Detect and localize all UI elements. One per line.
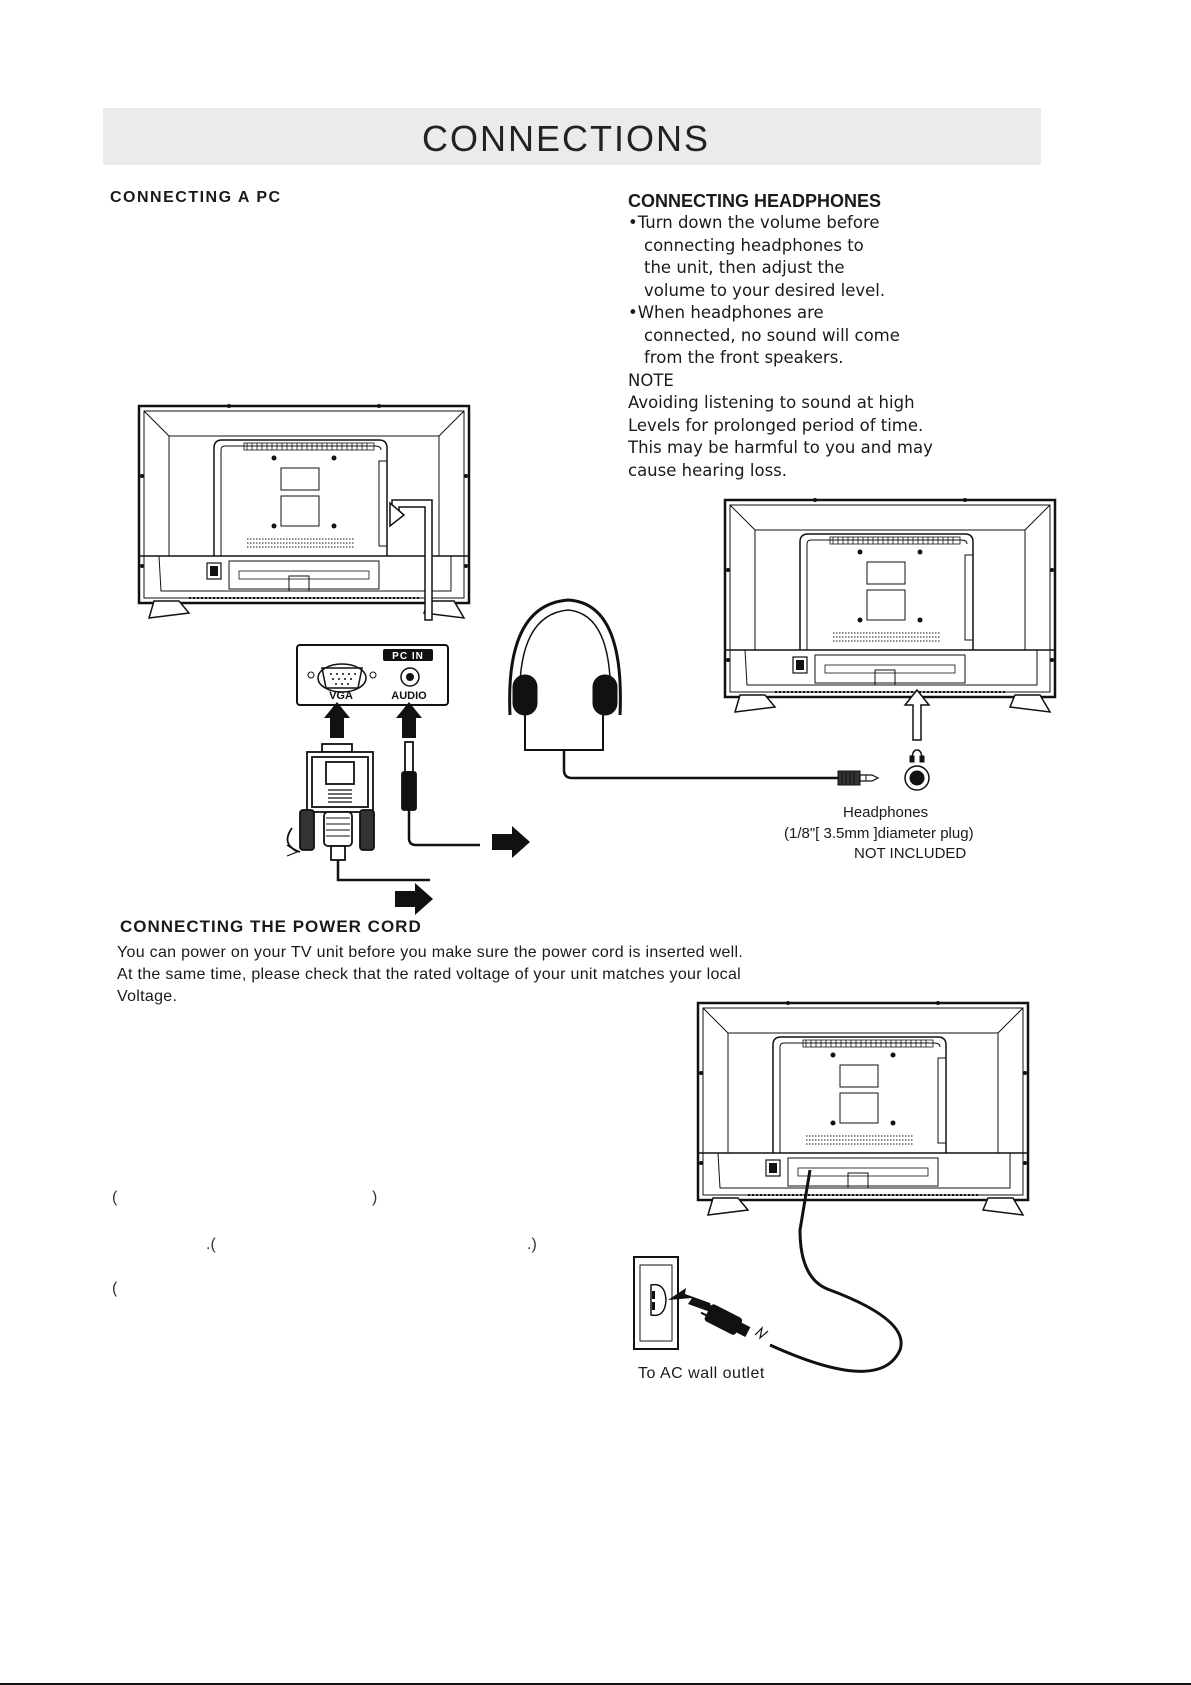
instruction-line: •When headphones are — [628, 303, 824, 322]
vga-label: VGA — [329, 690, 353, 702]
pc-in-panel: PC IN VGA AUDIO — [296, 644, 449, 706]
headphones-instructions: •Turn down the volume before connecting … — [628, 212, 958, 482]
title-banner — [103, 108, 1041, 165]
tv-back-illustration — [696, 999, 1030, 1217]
stray-mark: .) — [527, 1236, 537, 1253]
stray-mark: ( — [112, 1280, 118, 1297]
instruction-line: connecting headphones to — [644, 235, 864, 255]
instruction-line: the unit, then adjust the — [644, 258, 845, 277]
page-bottom-rule — [0, 1683, 1191, 1685]
instruction-line: from the front speakers. — [644, 348, 844, 367]
power-instructions: You can power on your TV unit before you… — [117, 942, 817, 1008]
port-pointer-arrow — [389, 499, 433, 621]
note-line: Levels for prolonged period of time. — [628, 415, 924, 435]
up-arrows — [324, 702, 422, 738]
pc-in-label: PC IN — [392, 651, 424, 662]
stray-mark: .( — [206, 1236, 216, 1253]
power-line: At the same time, please check that the … — [117, 966, 742, 983]
outlet-caption: To AC wall outlet — [638, 1365, 765, 1382]
power-line: Voltage. — [117, 988, 178, 1005]
note-label: NOTE — [628, 370, 674, 390]
note-line: Avoiding listening to sound at high — [628, 393, 915, 412]
audio-plug — [401, 741, 480, 847]
audio-label: AUDIO — [391, 690, 427, 702]
connecting-pc-heading: CONNECTING A PC — [110, 189, 282, 206]
headphones-icon — [508, 598, 930, 791]
not-included-caption: NOT INCLUDED — [854, 845, 967, 862]
tv-back-illustration — [137, 402, 471, 620]
tv-back-illustration — [723, 496, 1057, 714]
note-line: cause hearing loss. — [628, 460, 788, 480]
instruction-line: volume to your desired level. — [644, 280, 886, 300]
instruction-line: •Turn down the volume before — [628, 213, 880, 232]
wall-outlet-illustration — [633, 1169, 903, 1373]
headphones-caption: Headphones — [843, 804, 929, 821]
instruction-line: connected, no sound will come — [644, 325, 900, 345]
stray-mark: ( — [112, 1189, 118, 1206]
page-title: CONNECTIONS — [421, 118, 710, 159]
connecting-headphones-heading: CONNECTING HEADPHONES — [628, 191, 882, 211]
plug-size-caption: (1/8"[ 3.5mm ]diameter plug) — [784, 825, 974, 842]
connecting-power-heading: CONNECTING THE POWER CORD — [120, 917, 422, 936]
right-arrows — [395, 826, 530, 915]
jack-pointer-arrow — [903, 688, 931, 741]
power-line: You can power on your TV unit before you… — [117, 944, 744, 961]
note-line: This may be harmful to you and may — [628, 438, 933, 457]
vga-connector — [286, 743, 430, 882]
stray-mark: ) — [372, 1189, 378, 1206]
